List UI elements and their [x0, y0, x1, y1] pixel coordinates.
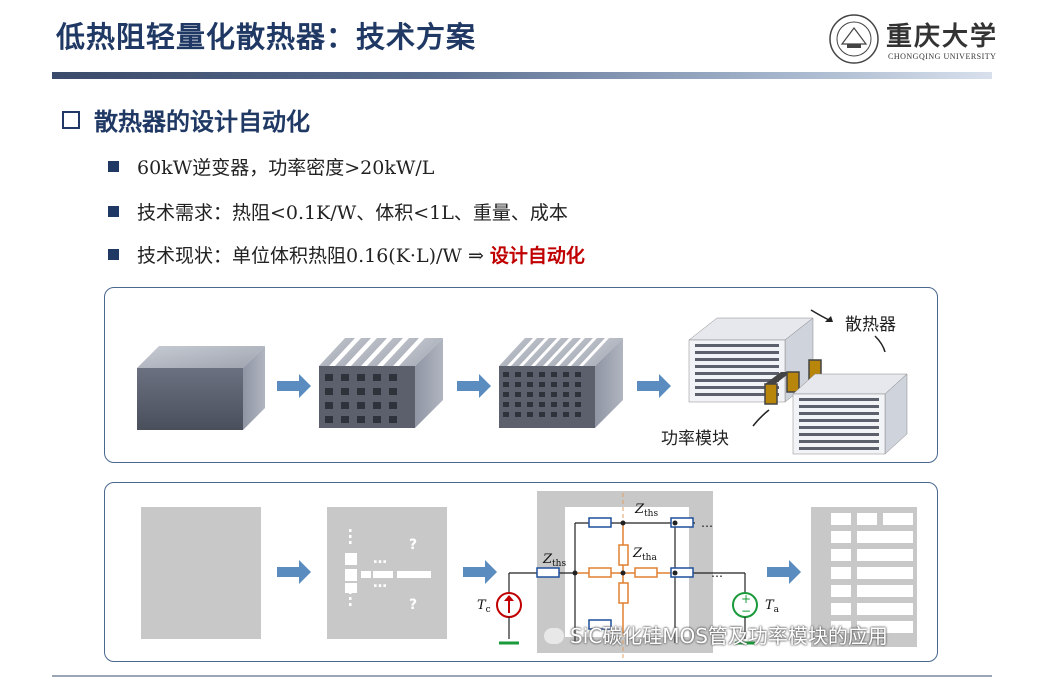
power-module-label: 功率模块: [661, 429, 729, 449]
solid-block-icon: [137, 346, 265, 430]
bullet-text: 技术需求：热阻<0.1K/W、体积<1L、重量、成本: [137, 202, 568, 224]
logo-chinese-name: 重庆大学: [886, 22, 999, 52]
square-bullet-icon: [108, 206, 119, 217]
topology-optimization-figure: … … ? ? Zths Zths Ztha Tc Ta + − … …: [141, 491, 917, 659]
minus-sign: −: [741, 604, 751, 618]
arrow-icon: [457, 374, 491, 398]
square-bullet-icon: [108, 249, 119, 260]
bullet-item: 技术现状：单位体积热阻0.16(K·L)/W ⇒ 设计自动化: [108, 241, 585, 268]
header-rule: [52, 72, 992, 79]
optimized-layout-block: [811, 507, 917, 647]
arrow-icon: [637, 374, 671, 398]
network-ellipsis: …: [701, 516, 713, 530]
finned-block-icon: [499, 338, 623, 428]
ellipsis-text: …: [373, 551, 387, 567]
watermark: SiC碳化硅MOS管及功率模块的应用: [544, 620, 888, 649]
arrow-icon: [277, 374, 311, 398]
university-logo: 重庆大学 CHONGQING UNIVERSITY: [828, 12, 998, 68]
heatsink-evolution-panel: 散热器 功率模块: [104, 287, 938, 463]
heatsink-evolution-figure: [137, 309, 908, 455]
finned-block-icon: [319, 338, 443, 428]
current-source-icon: [496, 592, 522, 645]
watermark-text: SiC碳化硅MOS管及功率模块的应用: [570, 624, 888, 648]
ta-label: Ta: [765, 598, 780, 615]
question-mark: ?: [409, 537, 417, 553]
voltage-source-icon: [732, 592, 758, 645]
z-ths-label-top: Zths: [634, 502, 658, 519]
tc-label: Tc: [477, 598, 491, 615]
bullet-text: 60kW逆变器，功率密度>20kW/L: [137, 157, 435, 179]
square-bullet-icon: [108, 161, 119, 172]
heatsink-assembly-icon: [688, 309, 908, 455]
z-tha-label: Ztha: [632, 546, 657, 563]
footer-rule: [52, 675, 992, 677]
section-heading: 散热器的设计自动化: [62, 102, 310, 137]
logo-english-name: CHONGQING UNIVERSITY: [888, 52, 997, 61]
arrow-icon: [277, 560, 311, 584]
section-title: 散热器的设计自动化: [94, 108, 310, 136]
slide-title: 低热阻轻量化散热器：技术方案: [56, 20, 477, 54]
question-mark: ?: [409, 597, 417, 613]
seal-icon: [829, 14, 879, 64]
plus-sign: +: [741, 592, 751, 606]
heatsink-label: 散热器: [845, 315, 896, 335]
bullet-text: 技术现状：单位体积热阻0.16(K·L)/W ⇒: [137, 245, 490, 267]
highlight-text: 设计自动化: [489, 245, 585, 267]
checkbox-bullet-icon: [62, 111, 80, 129]
wechat-icon: [544, 628, 564, 644]
ellipsis-text: …: [373, 575, 387, 591]
topology-optimization-panel: … … ? ? Zths Zths Ztha Tc Ta + − … …: [104, 482, 938, 662]
network-ellipsis: …: [711, 566, 723, 580]
arrow-icon: [767, 560, 801, 584]
bullet-item: 60kW逆变器，功率密度>20kW/L: [108, 153, 434, 180]
z-ths-label-left: Zths: [542, 552, 566, 569]
design-domain-block: [141, 507, 261, 639]
arrow-icon: [463, 560, 497, 584]
bullet-item: 技术需求：热阻<0.1K/W、体积<1L、重量、成本: [108, 198, 568, 225]
